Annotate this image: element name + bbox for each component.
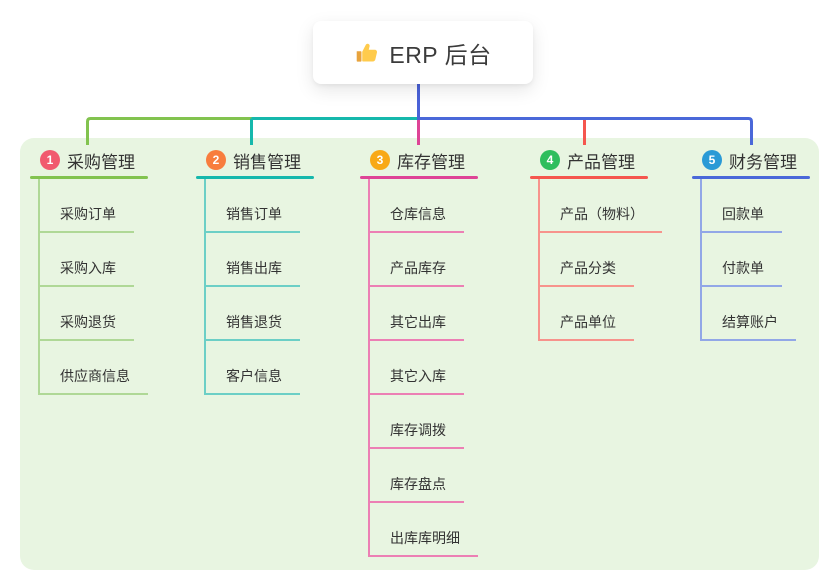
branch-item-node[interactable]: 销售出库 [206,233,300,287]
branch-item-node[interactable]: 其它入库 [370,341,464,395]
branch-item-node[interactable]: 产品单位 [540,287,634,341]
branch-header-node[interactable]: 1 采购管理 [30,144,148,176]
branch-header-node[interactable]: 4 产品管理 [530,144,662,176]
branch-label: 销售管理 [233,152,301,172]
branch-items: 采购订单采购入库采购退货供应商信息 [38,179,148,395]
branch: 3 库存管理 仓库信息产品库存其它出库其它入库库存调拨库存盘点出库库明细 [360,144,478,557]
branch-number-badge: 4 [540,150,560,170]
branch-label: 采购管理 [67,152,135,172]
branch-item-node[interactable]: 回款单 [702,179,782,233]
branch-item-node[interactable]: 产品分类 [540,233,634,287]
branch-item-node[interactable]: 产品库存 [370,233,464,287]
branch: 1 采购管理 采购订单采购入库采购退货供应商信息 [30,144,148,395]
branch-number-badge: 1 [40,150,60,170]
branch-underline [530,176,648,179]
branches-panel [20,138,819,570]
branch-item-node[interactable]: 结算账户 [702,287,796,341]
branch-underline [30,176,148,179]
branch-label: 库存管理 [397,152,465,172]
branch-label: 产品管理 [567,152,635,172]
connector-branch-1 [86,117,252,145]
branch-item-node[interactable]: 供应商信息 [40,341,148,395]
branch-items: 仓库信息产品库存其它出库其它入库库存调拨库存盘点出库库明细 [368,179,478,557]
branch-item-node[interactable]: 其它出库 [370,287,464,341]
connector-branch-5 [418,117,753,145]
branch-items: 回款单付款单结算账户 [700,179,796,341]
branch-header-node[interactable]: 5 财务管理 [692,144,810,176]
branch: 4 产品管理 产品（物料）产品分类产品单位 [530,144,662,341]
branch-item-node[interactable]: 采购订单 [40,179,134,233]
branch-item-node[interactable]: 库存调拨 [370,395,464,449]
branch-number-badge: 3 [370,150,390,170]
branch-item-node[interactable]: 客户信息 [206,341,300,395]
branch-item-node[interactable]: 采购入库 [40,233,134,287]
branch-number-badge: 2 [206,150,226,170]
branch-number-badge: 5 [702,150,722,170]
branch-items: 产品（物料）产品分类产品单位 [538,179,662,341]
branch-underline [196,176,314,179]
branch-underline [692,176,810,179]
branch-item-node[interactable]: 销售退货 [206,287,300,341]
branch-item-node[interactable]: 采购退货 [40,287,134,341]
thumbs-up-icon [354,40,380,66]
root-title: ERP 后台 [389,41,492,68]
branch-header-node[interactable]: 2 销售管理 [196,144,314,176]
branch-label: 财务管理 [729,152,797,172]
root-node[interactable]: ERP 后台 [313,21,533,84]
connector-lines [86,84,753,145]
branch: 2 销售管理 销售订单销售出库销售退货客户信息 [196,144,314,395]
branch: 5 财务管理 回款单付款单结算账户 [692,144,810,341]
branch-item-node[interactable]: 仓库信息 [370,179,464,233]
branch-item-node[interactable]: 产品（物料） [540,179,662,233]
branch-item-node[interactable]: 库存盘点 [370,449,464,503]
branch-item-node[interactable]: 销售订单 [206,179,300,233]
branch-item-node[interactable]: 付款单 [702,233,782,287]
branch-item-node[interactable]: 出库库明细 [370,503,478,557]
branch-underline [360,176,478,179]
branch-items: 销售订单销售出库销售退货客户信息 [204,179,300,395]
branch-header-node[interactable]: 3 库存管理 [360,144,478,176]
